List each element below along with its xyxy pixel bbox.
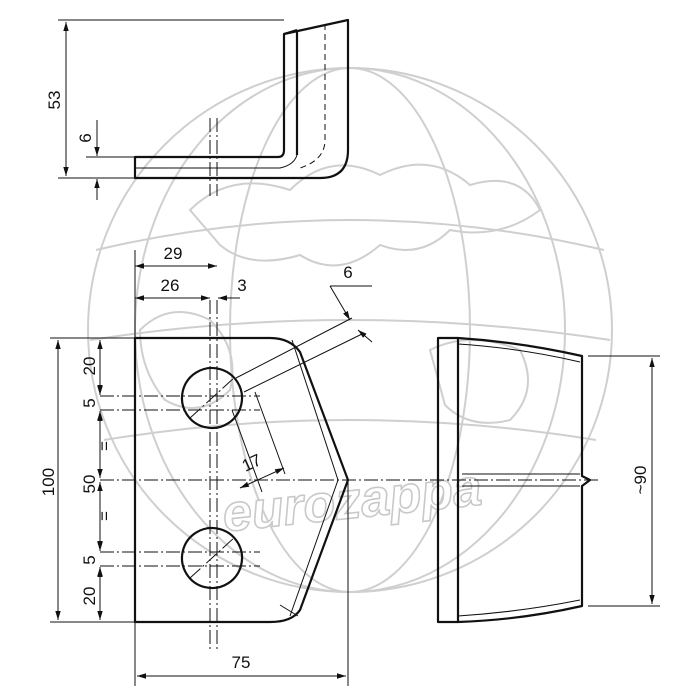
watermark-globe (87, 67, 613, 593)
watermark-text: eurozappa (220, 459, 485, 544)
front-view-plate (100, 300, 600, 650)
dim-label-5-bottom: 5 (80, 555, 99, 564)
dim-label-90: ~90 (631, 466, 650, 495)
dim-label-3: 3 (237, 276, 246, 295)
top-view-profile (133, 18, 350, 196)
dim-label-equal-bottom: = (95, 511, 114, 521)
dim-label-6-bevel: 6 (343, 263, 352, 282)
dimension-vertical-left: 100 20 5 = 50 = 5 20 (39, 337, 135, 623)
dim-label-20-bottom: 20 (80, 587, 99, 606)
dimension-widths-top: 29 26 3 (134, 244, 247, 338)
dimension-bevel-6: 6 (235, 263, 373, 393)
slot-upper (180, 366, 244, 430)
side-view (436, 336, 592, 624)
dimension-width-75: 75 (134, 480, 349, 686)
dim-label-29: 29 (164, 244, 183, 263)
dim-label-17: 17 (239, 450, 264, 475)
dim-label-100: 100 (39, 468, 58, 496)
dim-label-53: 53 (45, 91, 64, 110)
dim-label-6-thickness: 6 (76, 133, 95, 142)
dim-label-5-top: 5 (80, 398, 99, 407)
dim-label-75: 75 (232, 653, 251, 672)
dim-label-26: 26 (161, 276, 180, 295)
dimension-height-53: 53 (45, 19, 284, 179)
slot-lower (180, 526, 244, 590)
dimension-side-90: ~90 (588, 355, 660, 607)
dim-label-20-top: 20 (80, 357, 99, 376)
dim-label-equal-top: = (95, 441, 114, 451)
dimension-thickness-6: 6 (76, 120, 135, 200)
dim-label-50: 50 (80, 475, 99, 494)
